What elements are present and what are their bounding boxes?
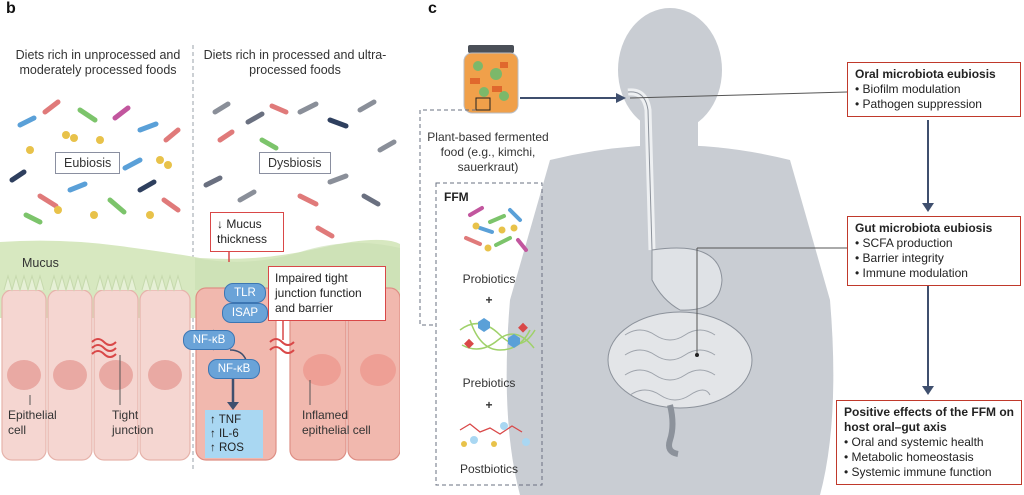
fermented-food-label: Plant-based fermented food (e.g., kimchi… (427, 130, 549, 174)
probiotics-label: Probiotics (462, 272, 516, 286)
gut-item: • Immune modulation (855, 266, 968, 280)
ffm-title: FFM (444, 190, 469, 204)
gut-microbiota-box: Gut microbiota eubiosis • SCFA productio… (847, 216, 1021, 286)
nfkb-pill-2: NF-κB (208, 359, 260, 379)
postbiotics-label: Postbiotics (459, 462, 519, 476)
oral-item: • Pathogen suppression (855, 97, 982, 111)
positive-title: Positive effects of the FFM on host oral… (844, 405, 1015, 434)
body-and-ffm-illustration (419, 8, 934, 495)
isap-pill: ISAP (222, 303, 268, 323)
right-column-heading: Diets rich in processed and ultra-proces… (203, 48, 387, 77)
panel-c-label: c (428, 0, 437, 17)
gut-item: • Barrier integrity (855, 251, 944, 265)
dysbiosis-label: Dysbiosis (259, 152, 331, 174)
gut-item: • SCFA production (855, 236, 953, 250)
oral-microbiota-box: Oral microbiota eubiosis • Biofilm modul… (847, 62, 1021, 117)
cytokine-tnf: ↑ TNF (210, 414, 242, 426)
positive-item: • Metabolic homeostasis (844, 450, 974, 464)
epithelial-cell-label: Epithelial cell (8, 408, 57, 437)
oral-title: Oral microbiota eubiosis (855, 67, 996, 81)
prebiotics-label: Prebiotics (462, 376, 516, 390)
positive-item: • Oral and systemic health (844, 435, 984, 449)
cytokine-il6: ↑ IL-6 (210, 428, 239, 440)
left-column-heading: Diets rich in unprocessed and moderately… (15, 48, 181, 77)
gut-title: Gut microbiota eubiosis (855, 221, 993, 235)
panel-b-label: b (6, 0, 16, 17)
impaired-junction-callout: Impaired tight junction function and bar… (268, 266, 386, 321)
eubiosis-label: Eubiosis (55, 152, 121, 174)
tight-junction-label: Tight junction (112, 408, 154, 437)
cytokine-ros: ↑ ROS (210, 442, 244, 454)
positive-item: • Systemic immune function (844, 465, 992, 479)
cytokine-list: ↑ TNF ↑ IL-6 ↑ ROS (205, 410, 263, 458)
plus-sign-1: + (485, 293, 493, 307)
mucus-label: Mucus (22, 256, 59, 270)
nfkb-pill-1: NF-κB (183, 330, 235, 350)
inflamed-cell-label: Inflamed epithelial cell (302, 408, 371, 437)
mucus-thickness-callout: ↓ Mucus thickness (210, 212, 284, 252)
plus-sign-2: + (485, 398, 493, 412)
positive-effects-box: Positive effects of the FFM on host oral… (836, 400, 1022, 485)
oral-item: • Biofilm modulation (855, 82, 961, 96)
tlr-pill: TLR (224, 283, 266, 303)
